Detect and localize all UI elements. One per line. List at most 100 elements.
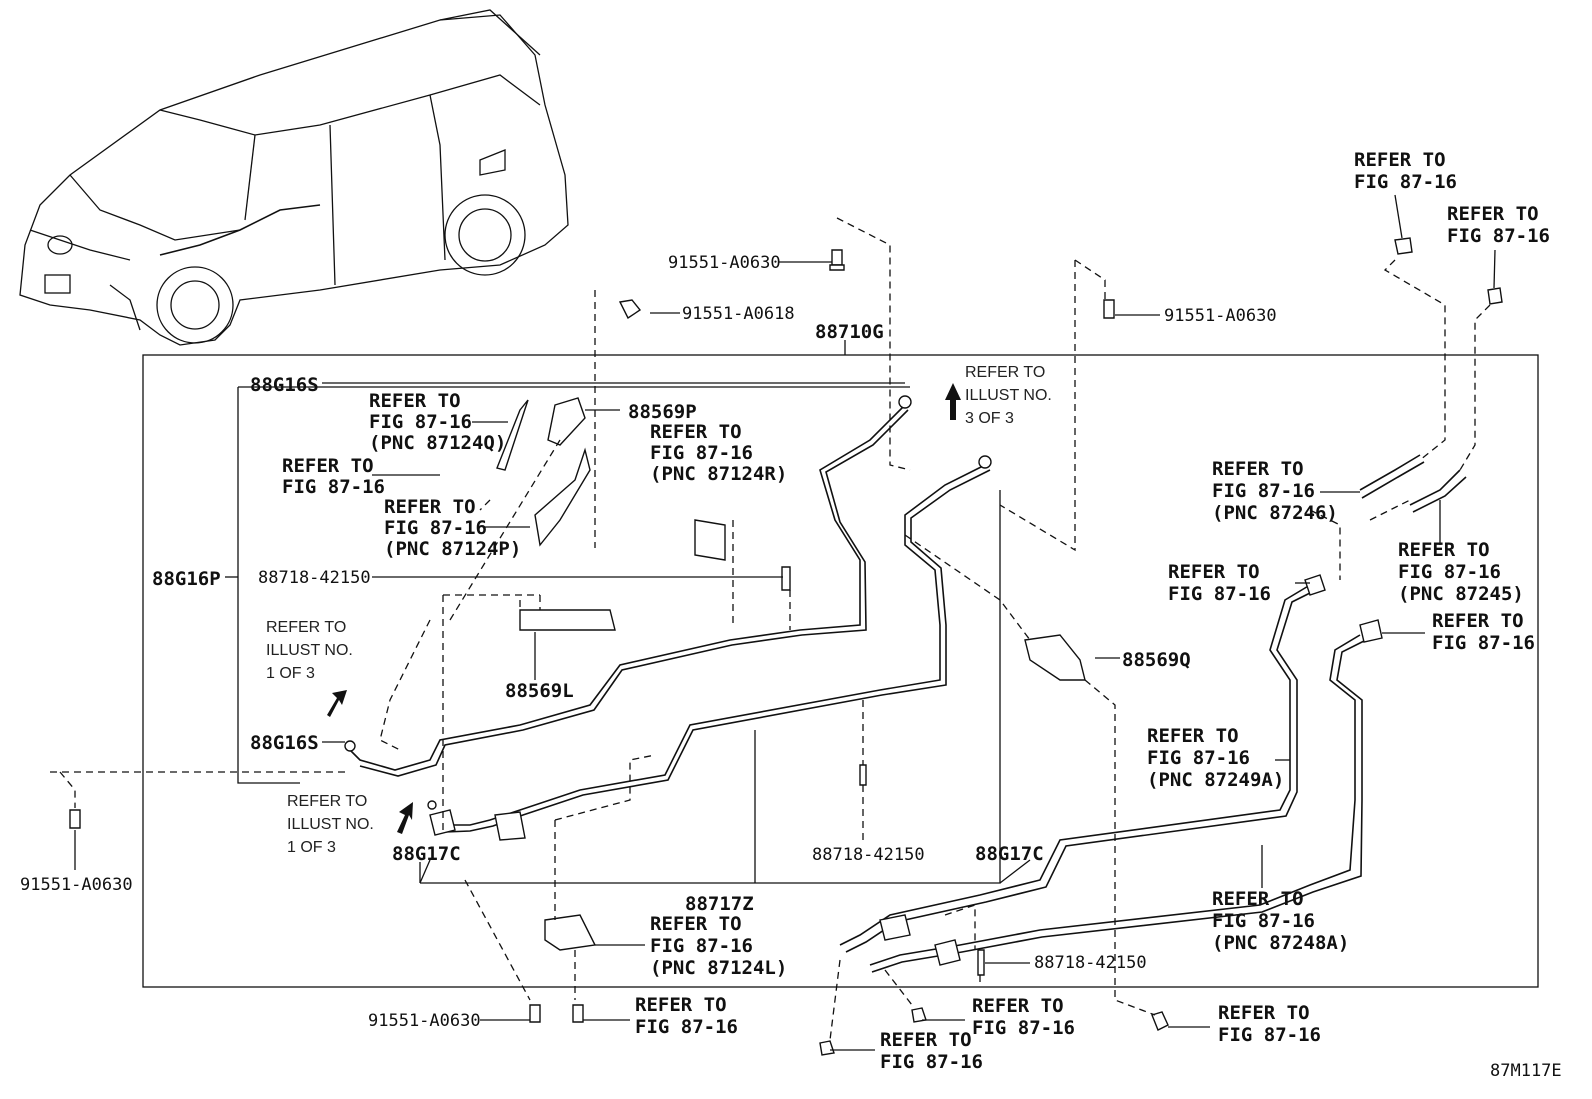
svg-text:REFER TO: REFER TO xyxy=(1212,458,1304,480)
refer-r19: REFER TO FIG 87-16 xyxy=(880,1029,983,1073)
svg-text:FIG 87-16: FIG 87-16 xyxy=(1218,1024,1321,1046)
svg-text:FIG 87-16: FIG 87-16 xyxy=(635,1016,738,1038)
svg-text:REFER TO: REFER TO xyxy=(1432,610,1524,632)
dashed-leaders xyxy=(50,217,1491,1041)
svg-text:REFER TO: REFER TO xyxy=(965,364,1045,381)
svg-text:FIG 87-16: FIG 87-16 xyxy=(650,442,753,464)
svg-text:FIG 87-16: FIG 87-16 xyxy=(972,1017,1075,1039)
refer-r4: REFER TO FIG 87-16 (PNC 87124R) xyxy=(650,421,787,485)
vehicle-illustration xyxy=(19,9,569,346)
svg-text:(PNC 87248A): (PNC 87248A) xyxy=(1212,932,1349,954)
svg-text:FIG 87-16: FIG 87-16 xyxy=(1168,583,1271,605)
svg-text:REFER TO: REFER TO xyxy=(1218,1002,1310,1024)
svg-text:3 OF 3: 3 OF 3 xyxy=(965,410,1014,427)
label-88g17c-front: 88G17C xyxy=(392,843,461,865)
refer-r2: REFER TO FIG 87-16 xyxy=(282,455,385,498)
svg-text:(PNC 87124P): (PNC 87124P) xyxy=(384,538,521,560)
svg-text:FIG 87-16: FIG 87-16 xyxy=(1212,910,1315,932)
label-clip-bottom: 88718-42150 xyxy=(1034,953,1147,973)
svg-text:REFER TO: REFER TO xyxy=(287,793,367,810)
svg-text:FIG 87-16: FIG 87-16 xyxy=(880,1051,983,1073)
svg-text:REFER TO: REFER TO xyxy=(1447,203,1539,225)
refer-r14: REFER TO FIG 87-16 (PNC 87249A) xyxy=(1147,725,1284,791)
refer-r7: REFER TO ILLUST NO. 1 OF 3 xyxy=(287,793,374,856)
label-bolt-left: 91551-A0630 xyxy=(20,875,133,895)
refer-r1: REFER TO FIG 87-16 (PNC 87124Q) xyxy=(369,390,506,454)
svg-text:ILLUST NO.: ILLUST NO. xyxy=(266,642,353,659)
svg-text:FIG 87-16: FIG 87-16 xyxy=(650,935,753,957)
refer-r18: REFER TO FIG 87-16 xyxy=(972,995,1075,1039)
label-bolt-right: 91551-A0630 xyxy=(1164,306,1277,326)
label-88569p: 88569P xyxy=(628,401,697,423)
svg-text:REFER TO: REFER TO xyxy=(1354,149,1446,171)
svg-text:FIG 87-16: FIG 87-16 xyxy=(282,476,385,498)
label-88569l: 88569L xyxy=(505,680,574,702)
svg-text:FIG 87-16: FIG 87-16 xyxy=(369,411,472,433)
svg-text:FIG 87-16: FIG 87-16 xyxy=(1432,632,1535,654)
svg-text:REFER TO: REFER TO xyxy=(1147,725,1239,747)
svg-text:FIG 87-16: FIG 87-16 xyxy=(1447,225,1550,247)
svg-text:FIG 87-16: FIG 87-16 xyxy=(1398,561,1501,583)
svg-text:REFER TO: REFER TO xyxy=(972,995,1064,1017)
label-88717z: 88717Z xyxy=(685,893,754,915)
label-88g16s-lower: 88G16S xyxy=(250,732,319,754)
svg-text:REFER TO: REFER TO xyxy=(880,1029,972,1051)
svg-text:REFER TO: REFER TO xyxy=(282,455,374,477)
refer-r11: REFER TO FIG 87-16 xyxy=(1168,561,1271,605)
parts xyxy=(69,237,1503,1056)
svg-text:(PNC 87124L): (PNC 87124L) xyxy=(650,957,787,979)
svg-text:(PNC 87245): (PNC 87245) xyxy=(1398,583,1524,605)
refer-r10: REFER TO FIG 87-16 (PNC 87246) xyxy=(1212,458,1338,524)
svg-text:FIG 87-16: FIG 87-16 xyxy=(1354,171,1457,193)
refer-r16: REFER TO FIG 87-16 (PNC 87124L) xyxy=(650,913,787,979)
svg-text:REFER TO: REFER TO xyxy=(1212,888,1304,910)
refer-r20: REFER TO FIG 87-16 xyxy=(1218,1002,1321,1046)
illustration-code: 87M117E xyxy=(1490,1061,1562,1081)
svg-text:REFER TO: REFER TO xyxy=(1168,561,1260,583)
svg-text:FIG 87-16: FIG 87-16 xyxy=(1147,747,1250,769)
refer-r9: REFER TO FIG 87-16 xyxy=(1447,203,1550,247)
label-88g16p: 88G16P xyxy=(152,568,221,590)
svg-text:REFER TO: REFER TO xyxy=(369,390,461,412)
label-clip-left: 88718-42150 xyxy=(258,568,371,588)
label-88569q: 88569Q xyxy=(1122,649,1191,671)
refer-r5: REFER TO ILLUST NO. 3 OF 3 xyxy=(965,364,1052,427)
assembly-frame xyxy=(142,354,1539,988)
svg-text:1 OF 3: 1 OF 3 xyxy=(287,839,336,856)
label-88g17c-rear: 88G17C xyxy=(975,843,1044,865)
svg-text:REFER TO: REFER TO xyxy=(1398,539,1490,561)
svg-text:REFER TO: REFER TO xyxy=(650,913,742,935)
refer-r13: REFER TO FIG 87-16 xyxy=(1432,610,1535,654)
label-bolt-bottom: 91551-A0630 xyxy=(368,1011,481,1031)
svg-text:REFER TO: REFER TO xyxy=(266,619,346,636)
svg-text:ILLUST NO.: ILLUST NO. xyxy=(965,387,1052,404)
label-clip-mid: 88718-42150 xyxy=(812,845,925,865)
svg-text:1 OF 3: 1 OF 3 xyxy=(266,665,315,682)
refer-r15: REFER TO FIG 87-16 (PNC 87248A) xyxy=(1212,888,1349,954)
label-88g16s-upper: 88G16S xyxy=(250,374,319,396)
label-bolt-top2: 91551-A0618 xyxy=(682,304,795,324)
svg-text:(PNC 87249A): (PNC 87249A) xyxy=(1147,769,1284,791)
svg-text:REFER TO: REFER TO xyxy=(650,421,742,443)
refer-r12: REFER TO FIG 87-16 (PNC 87245) xyxy=(1398,539,1524,605)
refer-r6: REFER TO ILLUST NO. 1 OF 3 xyxy=(266,619,353,682)
label-88710g: 88710G xyxy=(815,321,884,343)
svg-text:(PNC 87246): (PNC 87246) xyxy=(1212,502,1338,524)
svg-text:REFER TO: REFER TO xyxy=(635,994,727,1016)
arrow-up-icon xyxy=(945,383,961,420)
svg-text:(PNC 87124Q): (PNC 87124Q) xyxy=(369,432,506,454)
arrow-up-icon xyxy=(327,690,347,717)
svg-text:FIG 87-16: FIG 87-16 xyxy=(1212,480,1315,502)
refer-r3: REFER TO FIG 87-16 (PNC 87124P) xyxy=(384,496,521,560)
solid-leaders xyxy=(74,194,1496,1051)
refer-r17: REFER TO FIG 87-16 xyxy=(635,994,738,1038)
svg-text:ILLUST NO.: ILLUST NO. xyxy=(287,816,374,833)
refer-r8: REFER TO FIG 87-16 xyxy=(1354,149,1457,193)
arrow-up-icon xyxy=(397,802,413,834)
svg-text:REFER TO: REFER TO xyxy=(384,496,476,518)
svg-text:FIG 87-16: FIG 87-16 xyxy=(384,517,487,539)
label-bolt-top: 91551-A0630 xyxy=(668,253,781,273)
svg-text:(PNC 87124R): (PNC 87124R) xyxy=(650,463,787,485)
